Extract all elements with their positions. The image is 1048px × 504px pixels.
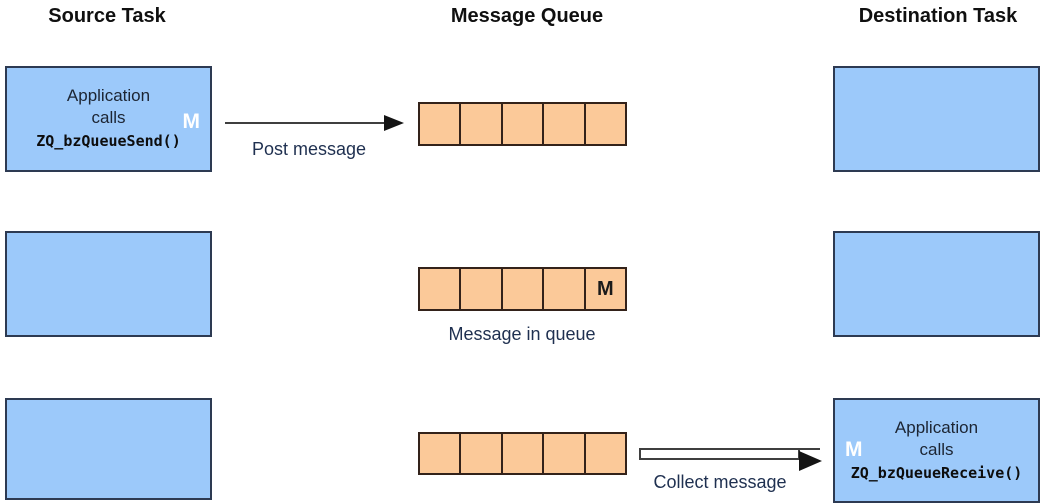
source-task-box-row1: Application calls ZQ_bzQueueSend() M	[5, 66, 212, 172]
column-header-source: Source Task	[48, 5, 166, 27]
queue-cell	[544, 269, 586, 309]
queue-cell	[420, 269, 462, 309]
column-header-destination: Destination Task	[858, 5, 1018, 27]
queue-cell	[544, 104, 586, 144]
source-task-box-row3	[5, 398, 212, 500]
queue-cell	[503, 104, 545, 144]
box-text-line1: Application	[66, 86, 151, 105]
message-marker: M	[182, 110, 201, 133]
message-queue-row2: M	[418, 267, 627, 311]
queue-cell	[461, 269, 503, 309]
api-call-text: ZQ_bzQueueReceive()	[850, 464, 1023, 482]
post-message-arrow	[225, 115, 404, 131]
message-marker: M	[845, 438, 863, 461]
queue-cell	[461, 434, 503, 473]
queue-cell	[586, 434, 625, 473]
box-text-line2: calls	[91, 108, 126, 127]
post-message-label: Post message	[251, 139, 367, 159]
collect-message-label: Collect message	[653, 472, 787, 492]
box-text-line2: calls	[919, 440, 954, 459]
box-text-line1: Application	[894, 418, 979, 437]
queue-cell	[461, 104, 503, 144]
collect-message-arrow	[639, 448, 822, 471]
queue-cell	[544, 434, 586, 473]
destination-task-box-row3: Application calls ZQ_bzQueueReceive() M	[833, 398, 1040, 503]
queue-cell	[586, 104, 625, 144]
queue-cell	[420, 104, 462, 144]
destination-task-box-row2	[833, 231, 1040, 337]
queue-cell	[420, 434, 462, 473]
message-queue-row3	[418, 432, 627, 475]
api-call-text: ZQ_bzQueueSend()	[36, 132, 181, 150]
destination-task-box-row1	[833, 66, 1040, 172]
source-task-box-row2	[5, 231, 212, 337]
column-header-queue: Message Queue	[450, 5, 604, 27]
queue-cell	[503, 434, 545, 473]
queue-cell-with-message: M	[596, 277, 614, 300]
queue-cell	[503, 269, 545, 309]
message-in-queue-label: Message in queue	[448, 324, 596, 344]
message-queue-row1	[418, 102, 627, 146]
